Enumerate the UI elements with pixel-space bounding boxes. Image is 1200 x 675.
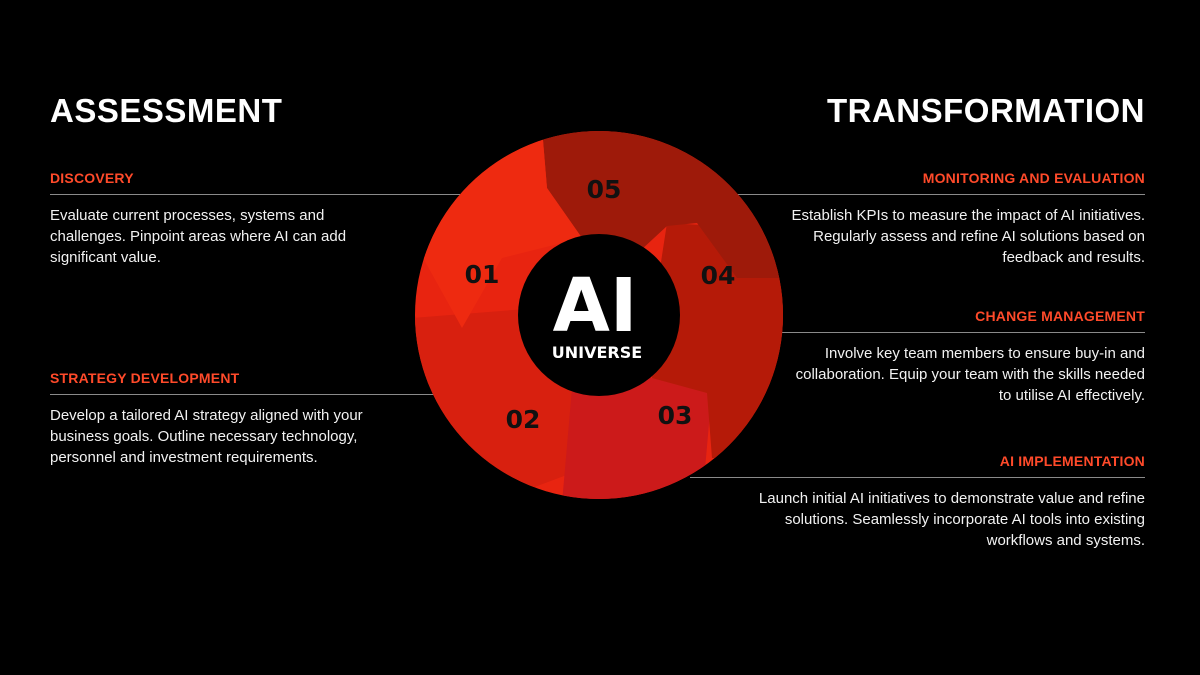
ai-universe-wheel: AI UNIVERSE 01 02 03 04 05 [415, 131, 783, 499]
segment-02-number: 02 [506, 405, 541, 434]
segment-04-shape [652, 223, 783, 458]
segment-01-number: 01 [465, 260, 500, 289]
discovery-rule [50, 194, 460, 195]
strategy-section: STRATEGY DEVELOPMENT Develop a tailored … [50, 370, 370, 468]
segment-04-number: 04 [701, 261, 736, 290]
change-rule [780, 332, 1145, 333]
monitoring-rule [735, 194, 1145, 195]
transformation-title: TRANSFORMATION [826, 92, 1145, 129]
monitoring-text: Establish KPIs to measure the impact of … [791, 207, 1146, 266]
strategy-heading: STRATEGY DEVELOPMENT [50, 370, 240, 386]
discovery-section: DISCOVERY Evaluate current processes, sy… [50, 170, 350, 268]
segment-03-number: 03 [658, 401, 693, 430]
implementation-section: AI IMPLEMENTATION Launch initial AI init… [755, 453, 1145, 551]
monitoring-heading: MONITORING AND EVALUATION [922, 170, 1145, 186]
center-universe-text: UNIVERSE [552, 343, 642, 362]
segment-03-shape [562, 376, 712, 499]
assessment-title: ASSESSMENT [50, 92, 283, 129]
center-ai-text: AI [553, 263, 638, 349]
monitoring-section: MONITORING AND EVALUATION Establish KPIs… [785, 170, 1146, 268]
change-section: CHANGE MANAGEMENT Involve key team membe… [785, 308, 1145, 406]
discovery-heading: DISCOVERY [50, 170, 134, 186]
segment-05-number: 05 [587, 175, 622, 204]
implementation-rule [690, 477, 1145, 478]
center-hub [518, 234, 680, 396]
discovery-text: Evaluate current processes, systems and … [50, 207, 347, 266]
change-text: Involve key team members to ensure buy-i… [795, 345, 1145, 404]
implementation-text: Launch initial AI initiatives to demonst… [758, 490, 1145, 549]
strategy-text: Develop a tailored AI strategy aligned w… [50, 407, 363, 466]
implementation-heading: AI IMPLEMENTATION [999, 453, 1145, 469]
change-heading: CHANGE MANAGEMENT [975, 308, 1145, 324]
strategy-rule [50, 394, 435, 395]
